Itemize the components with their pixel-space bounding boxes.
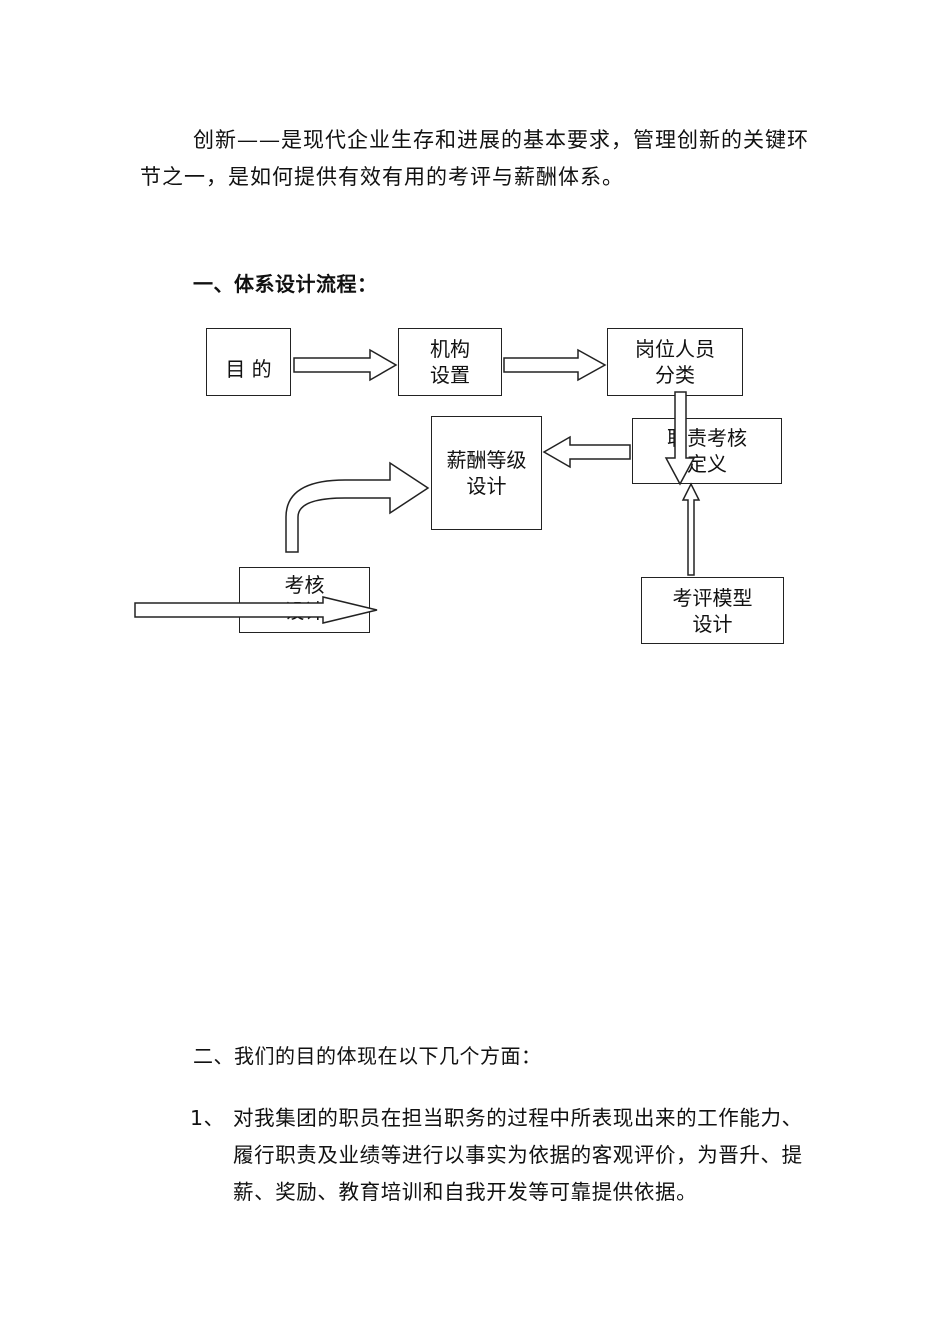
section-1-heading: 一、体系设计流程： — [193, 272, 378, 296]
arrow-duty-to-salary — [542, 435, 631, 469]
flow-box-evaluation-model: 考评模型 设计 — [641, 577, 784, 644]
arrow-org-to-position — [503, 348, 607, 382]
intro-paragraph: 创新——是现代企业生存和进展的基本要求，管理创新的关键环节之一，是如何提供有效有… — [140, 128, 809, 189]
list-item-text: 对我集团的职员在担当职务的过程中所表现出来的工作能力、履行职责及业绩等进行以事实… — [233, 1106, 803, 1204]
arrow-position-to-duty — [664, 391, 696, 486]
flow-box-duty-assessment: 职责考核 定义 — [632, 418, 782, 484]
arrow-input-to-assessment — [134, 596, 378, 624]
arrow-model-to-duty — [681, 482, 701, 576]
flow-box-assessment-design: 考核 设计 — [239, 567, 370, 633]
flow-arrows — [134, 348, 701, 624]
section-2-heading: 二、我们的目的体现在以下几个方面： — [193, 1044, 542, 1068]
arrow-goal-to-org — [293, 348, 398, 382]
arrow-assess-to-salary-curved — [285, 461, 430, 553]
flow-box-salary-grade: 薪酬等级 设计 — [431, 416, 542, 530]
list-item: 1、对我集团的职员在担当职务的过程中所表现出来的工作能力、履行职责及业绩等进行以… — [190, 1100, 815, 1211]
flow-box-goal: 目 的 — [206, 328, 291, 396]
flow-box-position-classification: 岗位人员 分类 — [607, 328, 743, 396]
list-item-number: 1、 — [190, 1106, 225, 1130]
flow-box-org-setup: 机构 设置 — [398, 328, 502, 396]
